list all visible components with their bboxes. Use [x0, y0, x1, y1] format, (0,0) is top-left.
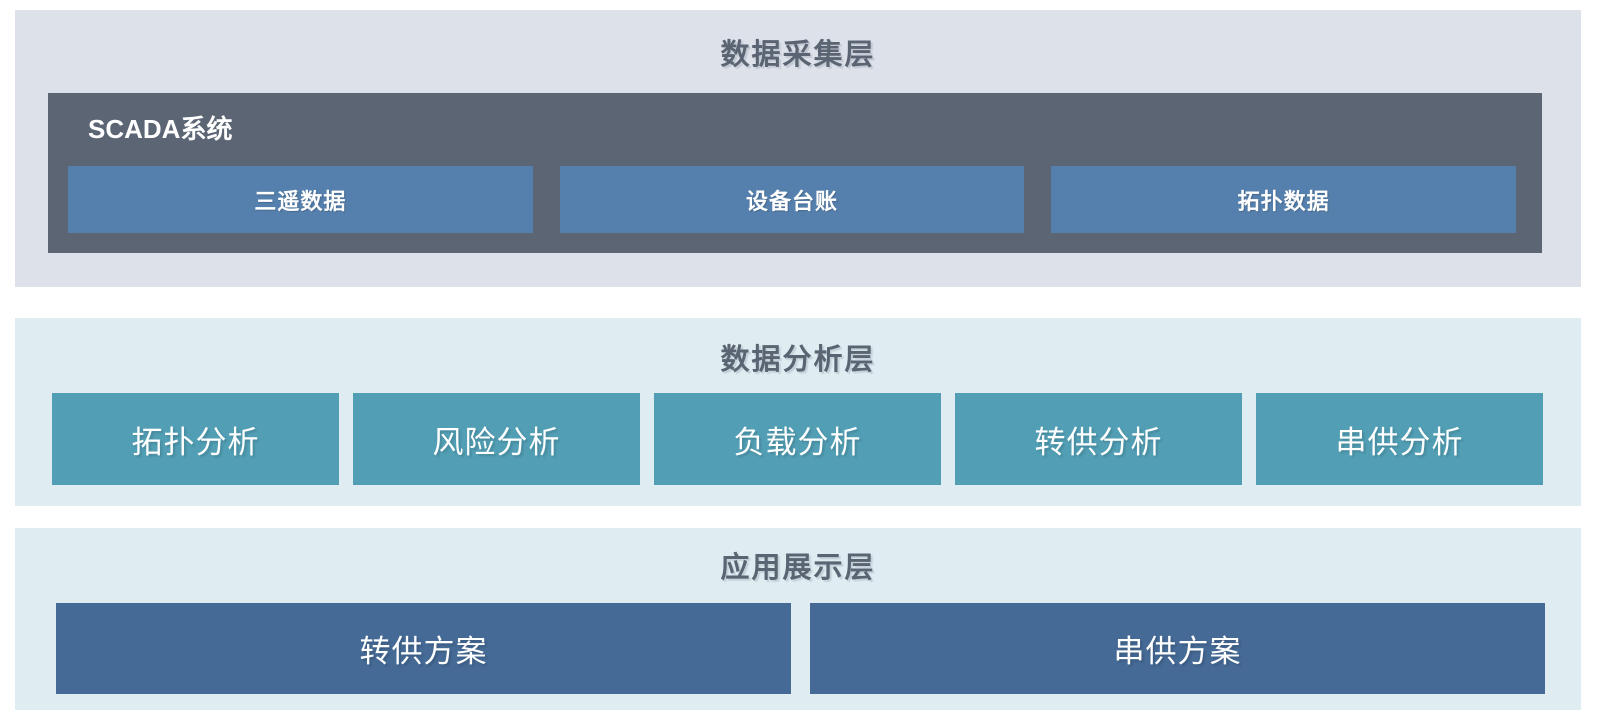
scada-system-label: SCADA系统: [88, 114, 233, 144]
box-load-analysis: 负载分析: [654, 393, 941, 485]
scada-data-row: 三遥数据 设备台账 拓扑数据: [68, 166, 1517, 233]
box-transfer-supply-analysis: 转供分析: [955, 393, 1242, 485]
box-series-supply-analysis: 串供分析: [1256, 393, 1543, 485]
analysis-row: 拓扑分析 风险分析 负载分析 转供分析 串供分析: [52, 393, 1543, 485]
box-risk-analysis: 风险分析: [353, 393, 640, 485]
layer-data-analysis: 数据分析层 拓扑分析 风险分析 负载分析 转供分析 串供分析: [15, 318, 1581, 506]
scada-system-box: SCADA系统 三遥数据 设备台账 拓扑数据: [48, 93, 1542, 253]
layer-title-data-analysis: 数据分析层: [720, 344, 876, 376]
layer-title-data-collection: 数据采集层: [720, 39, 876, 71]
box-topology-data: 拓扑数据: [1051, 166, 1517, 233]
box-transfer-supply-plan: 转供方案: [56, 603, 791, 694]
box-topology-analysis: 拓扑分析: [52, 393, 339, 485]
layer-application-display: 应用展示层 转供方案 串供方案: [15, 528, 1581, 710]
box-series-supply-plan: 串供方案: [810, 603, 1545, 694]
layer-data-collection: 数据采集层 SCADA系统 三遥数据 设备台账 拓扑数据: [15, 10, 1581, 287]
layer-title-application-display: 应用展示层: [720, 552, 876, 584]
box-equipment-ledger: 设备台账: [559, 166, 1025, 233]
box-telemetry-data: 三遥数据: [68, 166, 533, 233]
application-row: 转供方案 串供方案: [56, 603, 1545, 694]
